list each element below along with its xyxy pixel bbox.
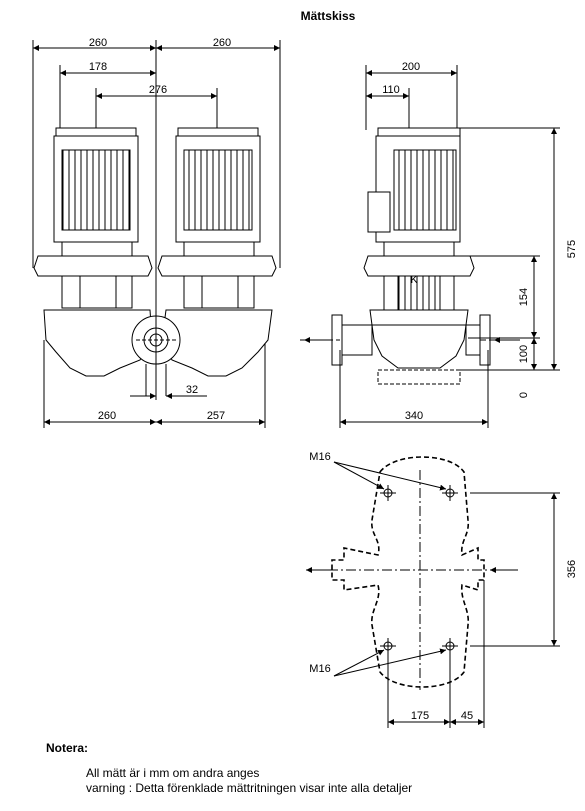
dim-side-110: 110 — [382, 84, 400, 96]
front-view — [32, 40, 281, 428]
drawing-title: Mättskiss — [301, 9, 356, 23]
dim-side-154: 154 — [518, 288, 530, 306]
notes-heading: Notera: — [46, 741, 89, 755]
dim-flange-356: 356 — [566, 560, 578, 578]
bolt-label-bottom: M16 — [309, 663, 330, 675]
motor-mark: K — [410, 274, 418, 286]
side-view — [300, 65, 560, 428]
dim-front-top-left: 260 — [89, 37, 107, 49]
dim-side-575: 575 — [566, 240, 578, 258]
dim-front-bottom-right: 257 — [207, 410, 225, 422]
dim-side-200: 200 — [402, 61, 420, 73]
dim-side-340: 340 — [405, 410, 423, 422]
dim-front-top-right: 260 — [213, 37, 231, 49]
dim-side-0: 0 — [518, 392, 530, 398]
dim-front-178: 178 — [89, 61, 107, 73]
bolt-label-top: M16 — [309, 451, 330, 463]
dim-flange-175: 175 — [411, 710, 429, 722]
dim-front-32: 32 — [186, 384, 198, 396]
dim-front-276: 276 — [149, 84, 167, 96]
dim-front-bottom-left: 260 — [98, 410, 116, 422]
note-line-warning: varning : Detta förenklade mättritningen… — [86, 781, 413, 795]
note-line-units: All mätt är i mm om andra anges — [86, 766, 260, 780]
dim-side-100: 100 — [518, 345, 530, 363]
dim-flange-45: 45 — [461, 710, 473, 722]
flange-view — [306, 456, 560, 728]
